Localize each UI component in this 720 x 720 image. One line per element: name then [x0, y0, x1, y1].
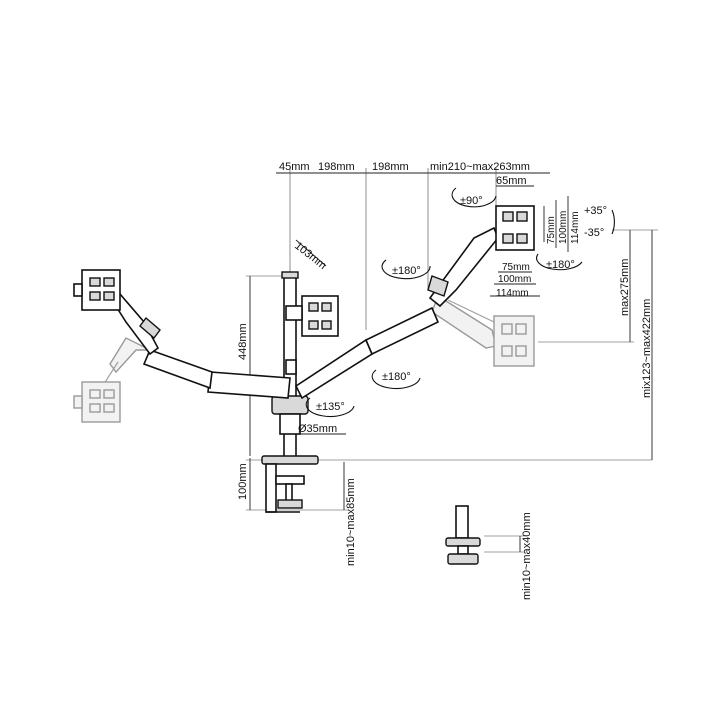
label-clamp-range: min10~max85mm	[345, 478, 357, 566]
label-vesa-75-h: 75mm	[546, 216, 557, 244]
label-grommet-range: min10~max40mm	[521, 512, 533, 600]
label-vesa-100-w: 100mm	[498, 274, 531, 285]
label-rotate-head: ±180°	[546, 259, 575, 271]
label-arm-reach: min210~max263mm	[430, 161, 530, 173]
ghost-right-arm	[431, 294, 535, 367]
label-pole-diameter: Ø35mm	[298, 423, 337, 435]
label-tilt-up: +35°	[584, 205, 607, 217]
label-pole-height: 448mm	[237, 323, 249, 360]
label-vesa-100-h: 100mm	[558, 211, 569, 244]
grommet-mount	[445, 505, 481, 565]
label-height-range: max275mm	[619, 259, 631, 316]
label-rotate-center: ±135°	[316, 401, 345, 413]
label-segment-a: 198mm	[318, 161, 355, 173]
left-arm	[73, 269, 291, 399]
desk-clamp	[261, 455, 319, 513]
label-rotate-base-arm: ±180°	[382, 371, 411, 383]
rotation-arrows	[305, 187, 615, 418]
label-vesa-114-h: 114mm	[570, 211, 581, 244]
label-tilt-down: -35°	[584, 227, 604, 239]
center-vesa-plate	[285, 295, 339, 337]
label-clamp-height: 100mm	[237, 463, 249, 500]
dimension-labels: 45mm 198mm 198mm min210~max263mm 65mm 10…	[237, 161, 653, 600]
label-total-range: mix123~max422mm	[641, 299, 653, 398]
label-vesa-75-w: 75mm	[502, 262, 530, 273]
label-segment-b: 198mm	[372, 161, 409, 173]
label-head-offset: 65mm	[496, 175, 527, 187]
label-vesa-114-w: 114mm	[496, 288, 529, 299]
rotation-labels: ±90° +35° -35° ±180° ±180° ±180° ±135°	[316, 195, 607, 413]
ghost-left-arm	[73, 337, 151, 423]
label-left-drop: 103mm	[292, 240, 328, 272]
label-swivel-top: ±90°	[460, 195, 483, 207]
label-left-offset: 45mm	[279, 161, 310, 173]
dimension-lines	[246, 168, 658, 553]
right-arm	[294, 205, 535, 400]
label-rotate-arm: ±180°	[392, 265, 421, 277]
